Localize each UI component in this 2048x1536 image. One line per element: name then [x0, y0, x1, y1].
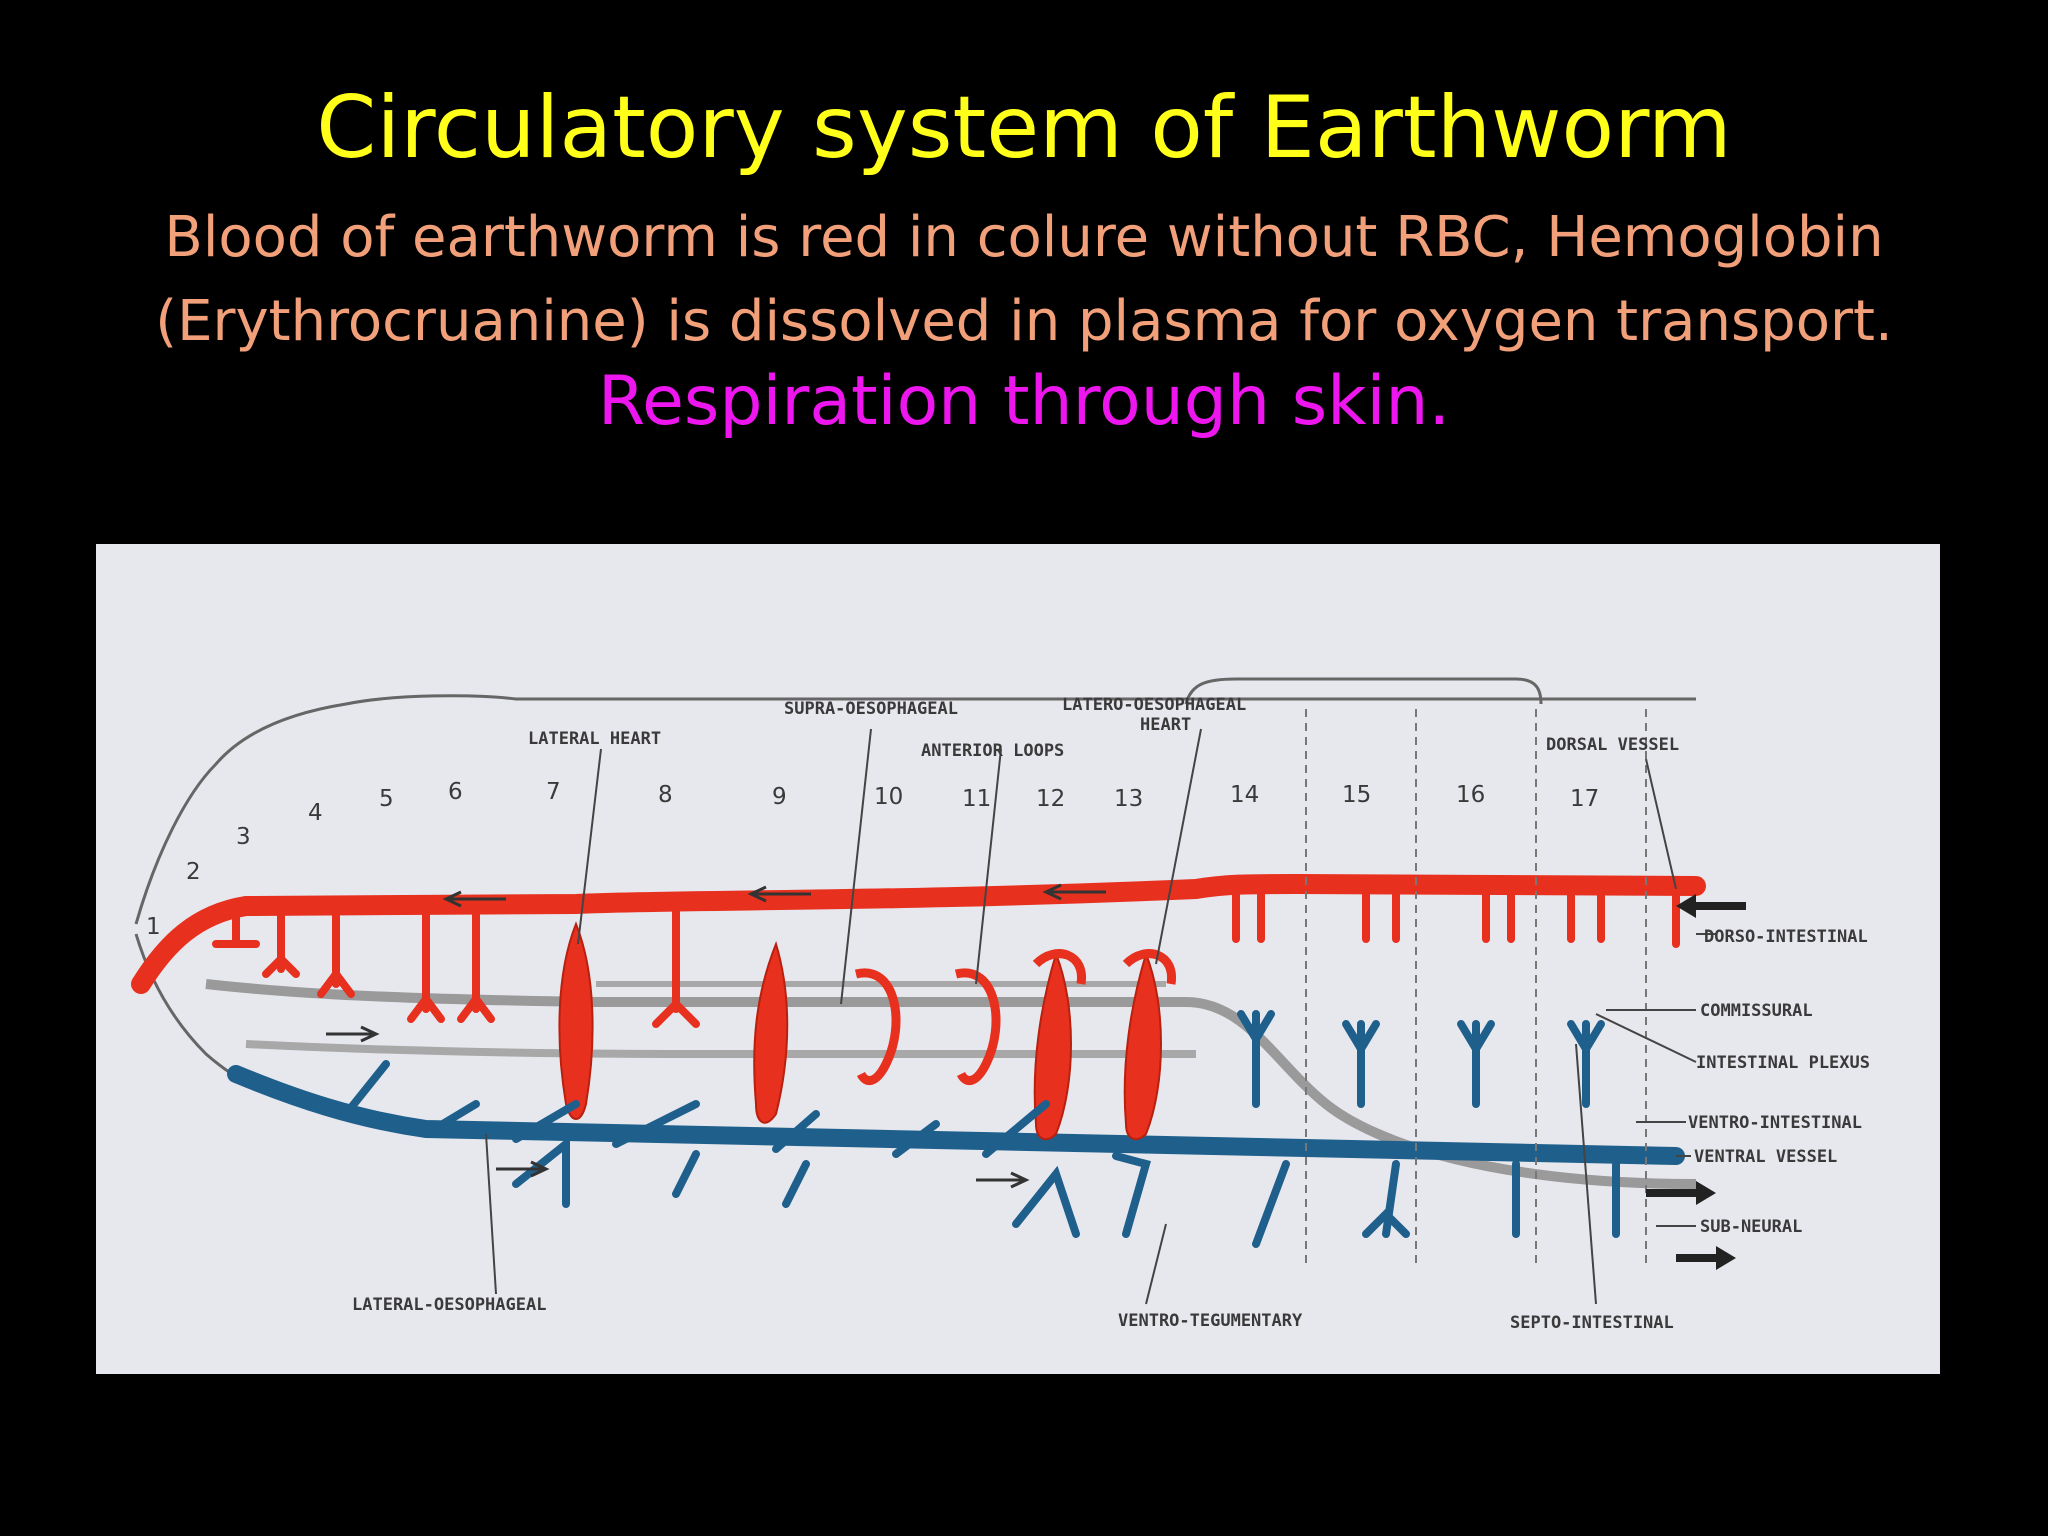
ventral-out-arrow-2: [1676, 1246, 1736, 1270]
slide-title: Circulatory system of Earthworm: [316, 78, 1732, 178]
label-septo-intestinal: SEPTO-INTESTINAL: [1510, 1313, 1674, 1333]
label-lateral-oesophageal: LATERAL-OESOPHAGEAL: [352, 1295, 546, 1315]
label-supra-oesophageal: SUPRA-OESOPHAGEAL: [784, 699, 958, 719]
segment-9: 9: [772, 784, 787, 810]
segment-15: 15: [1342, 782, 1371, 808]
body-outline: [134, 694, 1696, 925]
subtitle-line-1: Blood of earthworm is red in colure with…: [164, 205, 1884, 270]
segment-numbers: 1 2 3 4 5 6 7 8 9 10 11 12 13 14 15 16 1…: [146, 779, 1599, 940]
septa: [1305, 709, 1647, 1264]
label-intestinal-plexus: INTESTINAL PLEXUS: [1696, 1053, 1870, 1073]
segment-14: 14: [1230, 782, 1259, 808]
arrow-left-1: [442, 890, 506, 908]
arrow-right-3: [976, 1171, 1030, 1189]
heart-12: [1033, 950, 1072, 1141]
heart-9: [753, 940, 789, 1124]
flow-arrows: [326, 883, 1106, 1189]
segment-6: 6: [448, 779, 463, 805]
segment-4: 4: [308, 800, 323, 826]
intestinal-line-2: [245, 1040, 1196, 1058]
segment-11: 11: [962, 786, 991, 812]
segment-8: 8: [658, 782, 673, 808]
respiration-note: Respiration through skin.: [597, 362, 1451, 441]
label-latero-oesophageal-2: HEART: [1140, 715, 1191, 735]
subtitle-line-2: (Erythrocruanine) is dissolved in plasma…: [155, 289, 1893, 354]
label-anterior-loops: ANTERIOR LOOPS: [921, 741, 1064, 761]
label-dorsal-vessel: DORSAL VESSEL: [1546, 735, 1679, 755]
anterior-loops: [854, 949, 1176, 1085]
external-arrows: [1646, 894, 1746, 1270]
heart-13: [1123, 950, 1162, 1141]
arrow-right-2: [496, 1160, 550, 1178]
label-lateral-heart: LATERAL HEART: [528, 729, 661, 749]
segment-2: 2: [186, 859, 201, 885]
leader-lines: [485, 728, 1716, 1305]
arrow-left-3: [1042, 883, 1106, 901]
circulatory-diagram-svg: 1 2 3 4 5 6 7 8 9 10 11 12 13 14 15 16 1…: [131, 677, 1870, 1333]
lateral-hearts: [558, 921, 1162, 1141]
label-latero-oesophageal-1: LATERO-OESOPHAGEAL: [1062, 695, 1246, 715]
label-ventro-intestinal: VENTRO-INTESTINAL: [1688, 1113, 1862, 1133]
ventral-vessel: [227, 1065, 1685, 1165]
segment-1: 1: [146, 914, 161, 940]
clitellum-outline: [1184, 677, 1543, 705]
dorsal-in-arrow: [1676, 894, 1746, 918]
slide-subtitle: Blood of earthworm is red in colure with…: [100, 196, 1948, 364]
label-commissural: COMMISSURAL: [1700, 1001, 1813, 1021]
label-ventro-tegumentary: VENTRO-TEGUMENTARY: [1118, 1311, 1303, 1331]
segment-10: 10: [874, 784, 903, 810]
segment-7: 7: [546, 779, 561, 805]
label-ventral-vessel: VENTRAL VESSEL: [1694, 1147, 1837, 1167]
segment-3: 3: [236, 824, 251, 850]
segment-12: 12: [1036, 786, 1065, 812]
heart-7: [558, 921, 594, 1120]
label-sub-neural: SUB-NEURAL: [1700, 1217, 1802, 1237]
segment-5: 5: [379, 786, 394, 812]
arrow-left-2: [747, 885, 811, 903]
dorsal-vessel: [131, 873, 1706, 994]
earthworm-diagram: 1 2 3 4 5 6 7 8 9 10 11 12 13 14 15 16 1…: [96, 544, 1940, 1374]
ventral-branches: [342, 1010, 1620, 1248]
label-dorso-intestinal: DORSO-INTESTINAL: [1704, 927, 1868, 947]
segment-17: 17: [1570, 786, 1599, 812]
dorso-intestinal-branches: [212, 885, 1680, 1028]
ventral-out-arrow-1: [1646, 1181, 1716, 1205]
arrow-right-1: [326, 1025, 380, 1043]
segment-16: 16: [1456, 782, 1485, 808]
segment-13: 13: [1114, 786, 1143, 812]
